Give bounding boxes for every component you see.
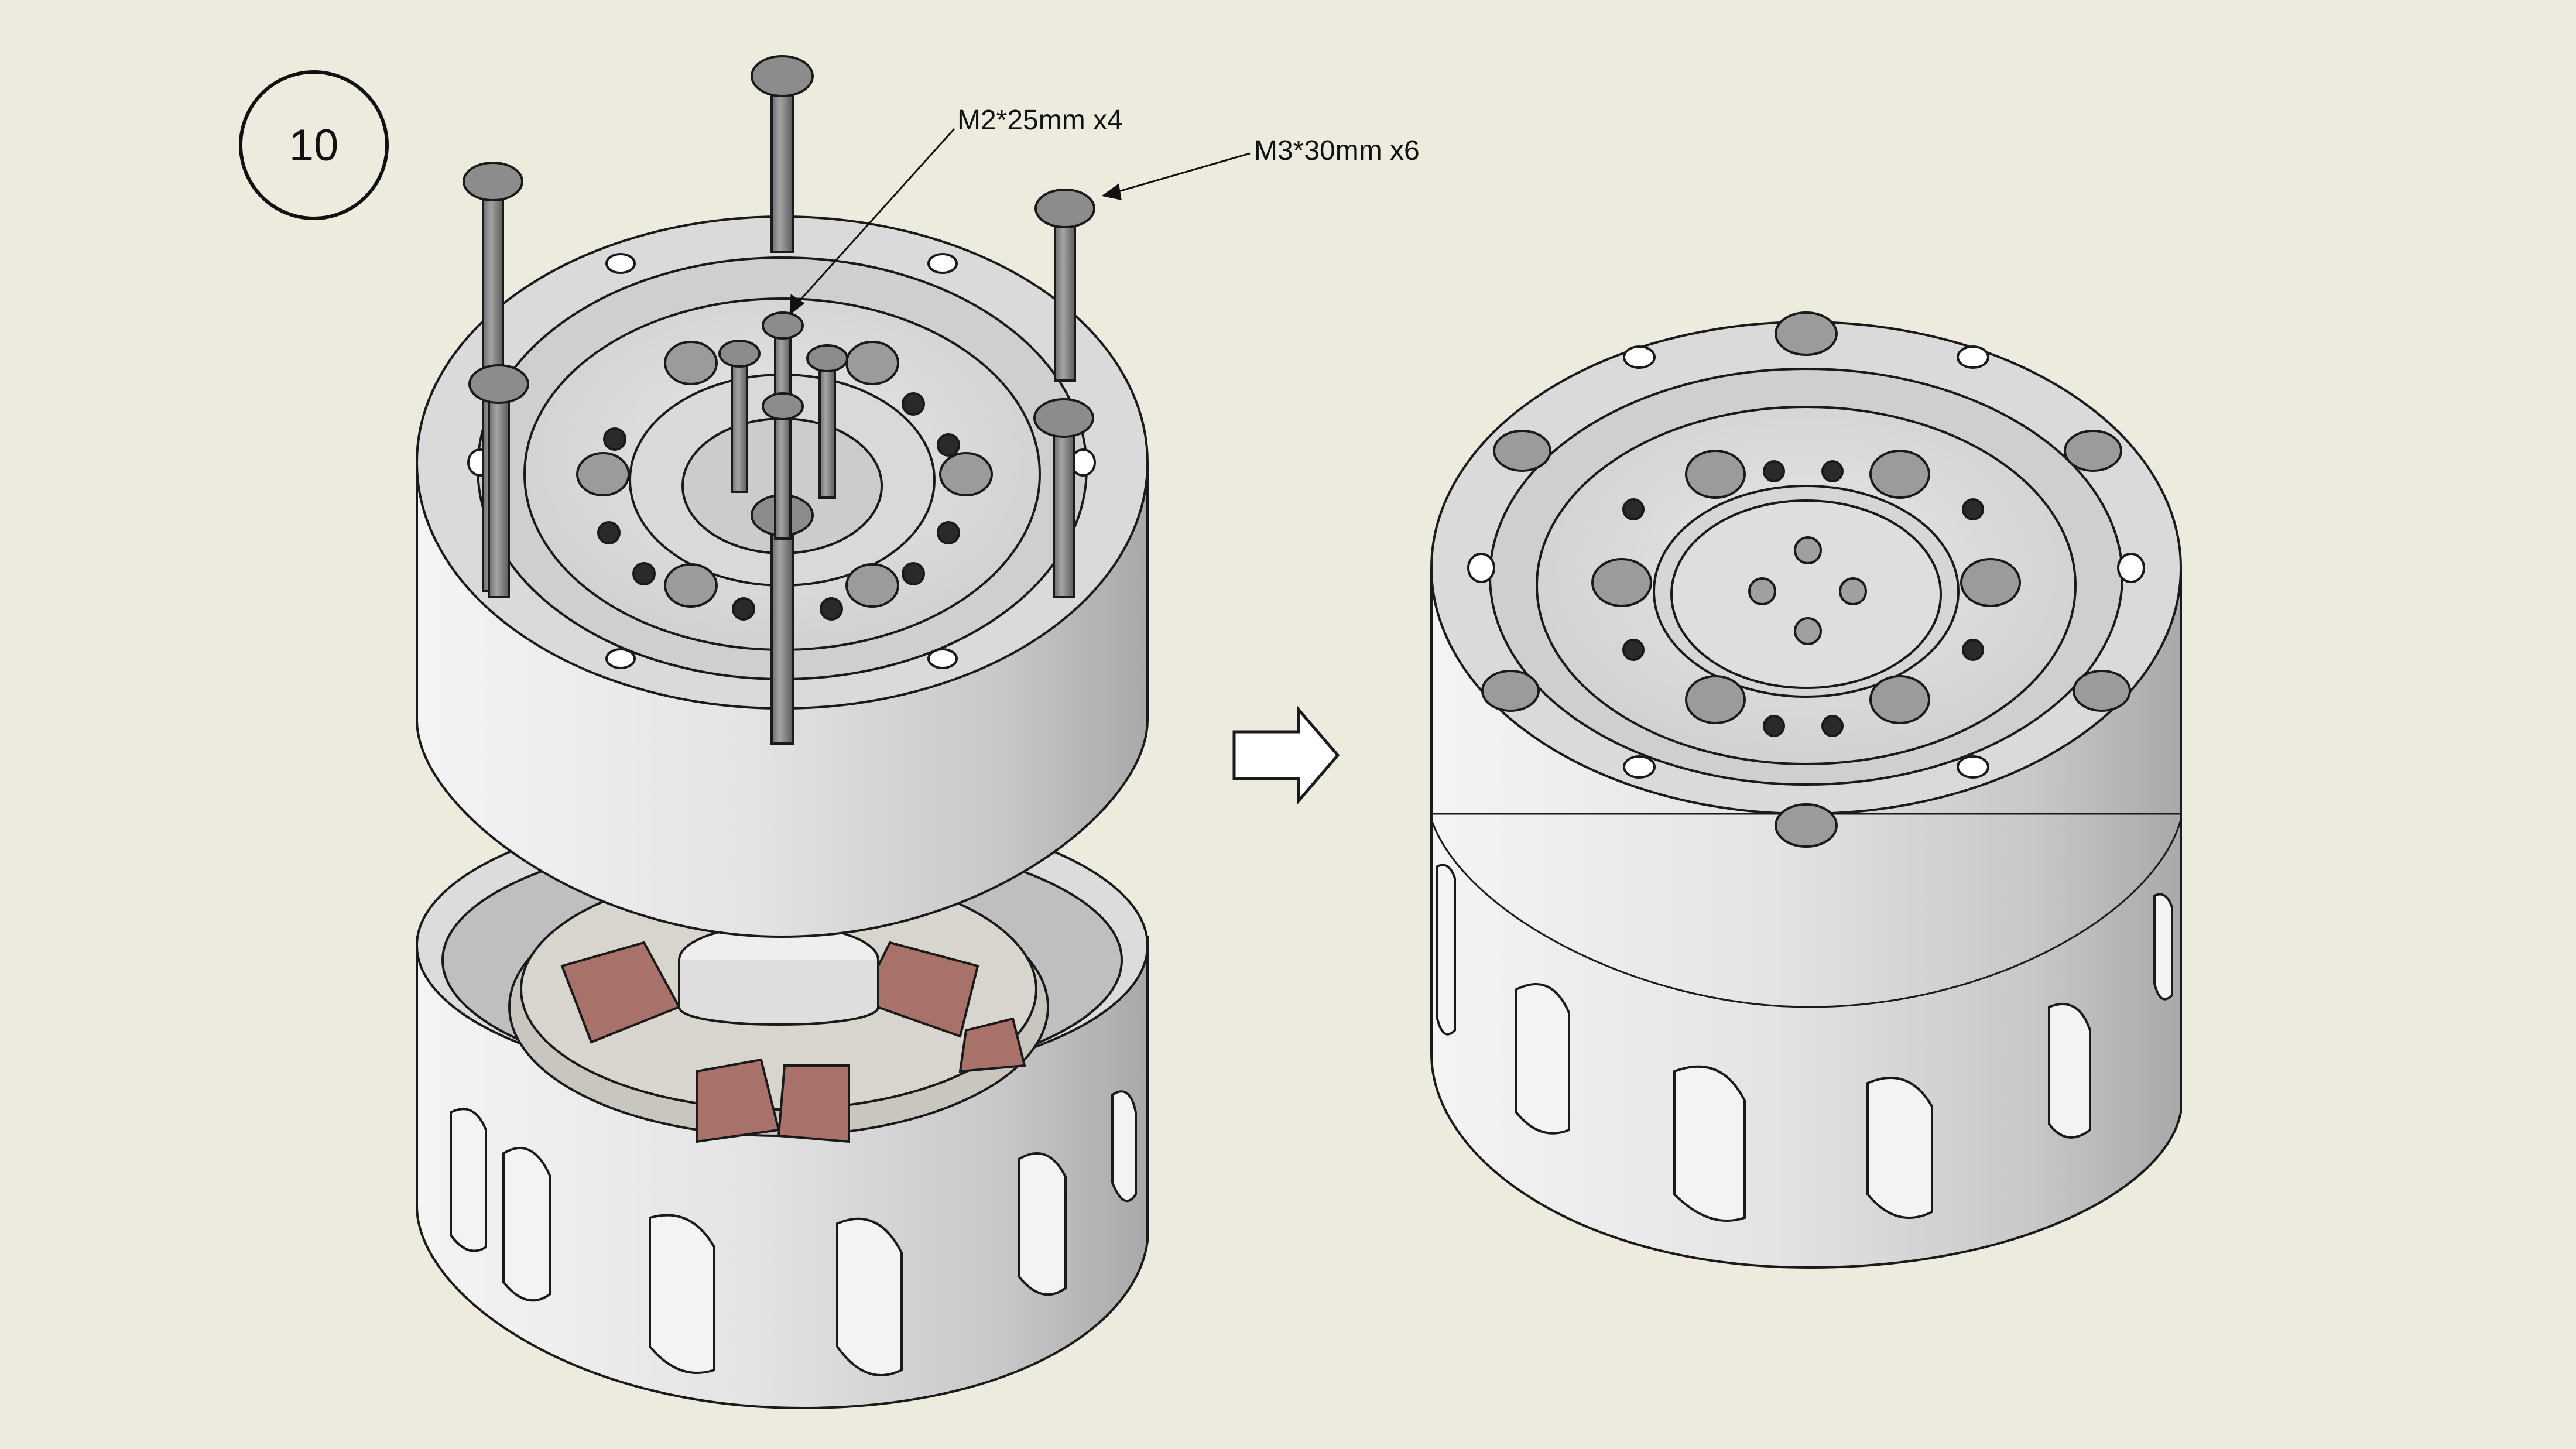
bearing-screws <box>576 341 993 608</box>
housing-windows-assembled <box>1436 864 2173 1222</box>
m2-screw-heads <box>1748 536 1867 645</box>
inner-bolt-holes-assembled <box>1622 460 1984 737</box>
step-number: 10 <box>289 120 339 170</box>
exploded-assembly <box>416 55 1251 1410</box>
m3-screws <box>463 55 1095 745</box>
bearing-screws-assembled <box>1591 450 2021 724</box>
m2-screws <box>718 311 848 540</box>
leader-lines <box>789 128 1251 316</box>
callout-m3-screws: M3*30mm x6 <box>1254 135 1420 166</box>
step-number-badge: 10 <box>239 70 389 220</box>
assembled-actuator <box>1430 311 2182 1269</box>
stator-windings <box>560 941 1026 1143</box>
hollow-right-arrow-icon <box>1232 705 1340 805</box>
housing-windows <box>450 1090 1137 1376</box>
m3-screw-heads <box>1481 311 2131 848</box>
outer-mounting-holes-assembled <box>1467 345 2145 779</box>
callout-m2-screws: M2*25mm x4 <box>957 105 1123 136</box>
inner-bolt-holes <box>597 351 960 621</box>
